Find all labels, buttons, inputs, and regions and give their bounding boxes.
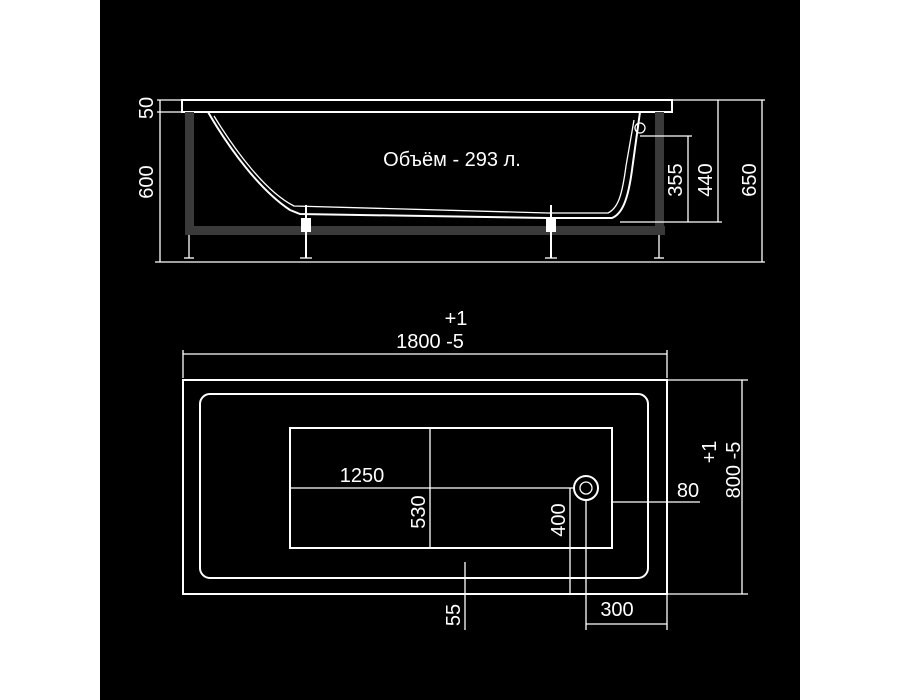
dim-355-label: 355 <box>665 163 687 196</box>
drain-inner-icon <box>579 481 593 495</box>
volume-label: Объём - 293 л. <box>383 149 521 171</box>
drawing-background <box>100 0 800 700</box>
tub-inner-rect <box>199 393 649 579</box>
dim-80-label: 80 <box>677 480 699 502</box>
tub-inner-outline <box>213 115 635 214</box>
leg-left <box>300 205 312 259</box>
dim-1250-label: 1250 <box>340 465 385 487</box>
side-view: 50 600 355 440 650 Объём - 293 л. <box>136 97 765 263</box>
frame-foot-right <box>654 235 664 259</box>
top-view: +1 1800 -5 +1 800 -5 1250 530 <box>182 308 748 630</box>
dim-600-label: 600 <box>136 165 158 198</box>
dim-width-label: 800 -5 <box>723 442 745 499</box>
tub-outer-rect <box>182 379 668 595</box>
frame-bottom-bar <box>185 226 665 235</box>
dim-length-tol: +1 <box>445 308 468 330</box>
dim-300-label: 300 <box>600 599 633 621</box>
tub-rim <box>181 99 673 113</box>
frame-right-post <box>655 112 664 230</box>
dim-width-tol: +1 <box>699 441 721 464</box>
frame-left-post <box>185 112 194 230</box>
tub-body-outline <box>207 111 641 219</box>
dim-440-label: 440 <box>695 163 717 196</box>
dim-55-label: 55 <box>443 604 465 626</box>
overflow-icon <box>634 122 646 134</box>
dim-650-label: 650 <box>739 163 761 196</box>
dim-530-label: 530 <box>408 495 430 528</box>
frame-foot-left <box>184 235 194 259</box>
leg-right <box>545 205 557 259</box>
dim-rim-label: 50 <box>136 97 158 119</box>
dim-length-label: 1800 -5 <box>396 331 464 353</box>
dim-400-label: 400 <box>548 503 570 536</box>
